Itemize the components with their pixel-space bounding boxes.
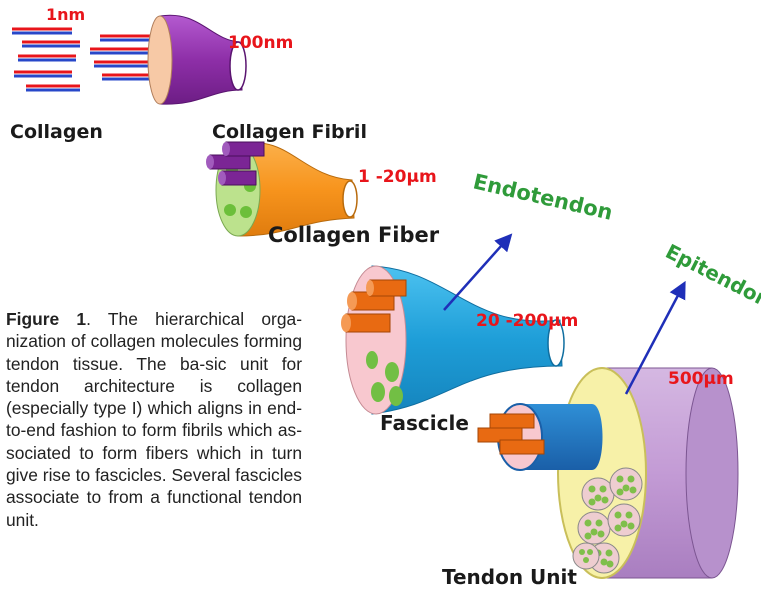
collagen-fiber-label: Collagen Fiber [268,223,440,247]
size-label-fiber: 1 -20μm [358,167,437,187]
fascicle-cross-section [610,468,642,500]
collagen-molecule [94,62,152,66]
collagen-fibril-label: Collagen Fibril [212,121,367,143]
fascicle-shape [341,266,564,414]
collagen-molecule [102,75,150,79]
epitendon-label: Epitendon [662,239,761,312]
endotendon-arrow [444,236,510,310]
collagen-molecule [26,86,80,90]
collagen-fiber-shape [206,142,357,236]
fascicle-label: Fascicle [380,411,469,435]
size-label-fascicle: 20 -200μm [476,311,578,331]
fascicle-cross-section [578,512,610,544]
tendon-unit-shape [478,368,738,578]
collagen-molecule [90,49,148,53]
caption-figure-number: Figure 1 [6,309,86,329]
endotendon-label: Endotendon [471,169,615,224]
tendon-unit-label: Tendon Unit [442,565,577,589]
collagen-label: Collagen [10,121,103,143]
collagen-molecule [18,56,76,60]
collagen-molecules [12,29,152,90]
fascicle-cross-section [582,478,614,510]
collagen-fibril-shape [148,15,246,104]
figure-caption: Figure 1. The hierarchical orga-nization… [6,308,302,531]
collagen-molecule [14,72,72,76]
size-label-collagen: 1nm [46,5,85,24]
size-label-fibril: 100nm [228,33,293,53]
caption-text: . The hierarchical orga-nization of coll… [6,309,302,530]
collagen-molecule [22,42,80,46]
size-label-tendon: 500μm [668,369,734,389]
collagen-molecule [100,36,152,40]
collagen-molecule [12,29,72,33]
fascicle-cross-section [608,504,640,536]
